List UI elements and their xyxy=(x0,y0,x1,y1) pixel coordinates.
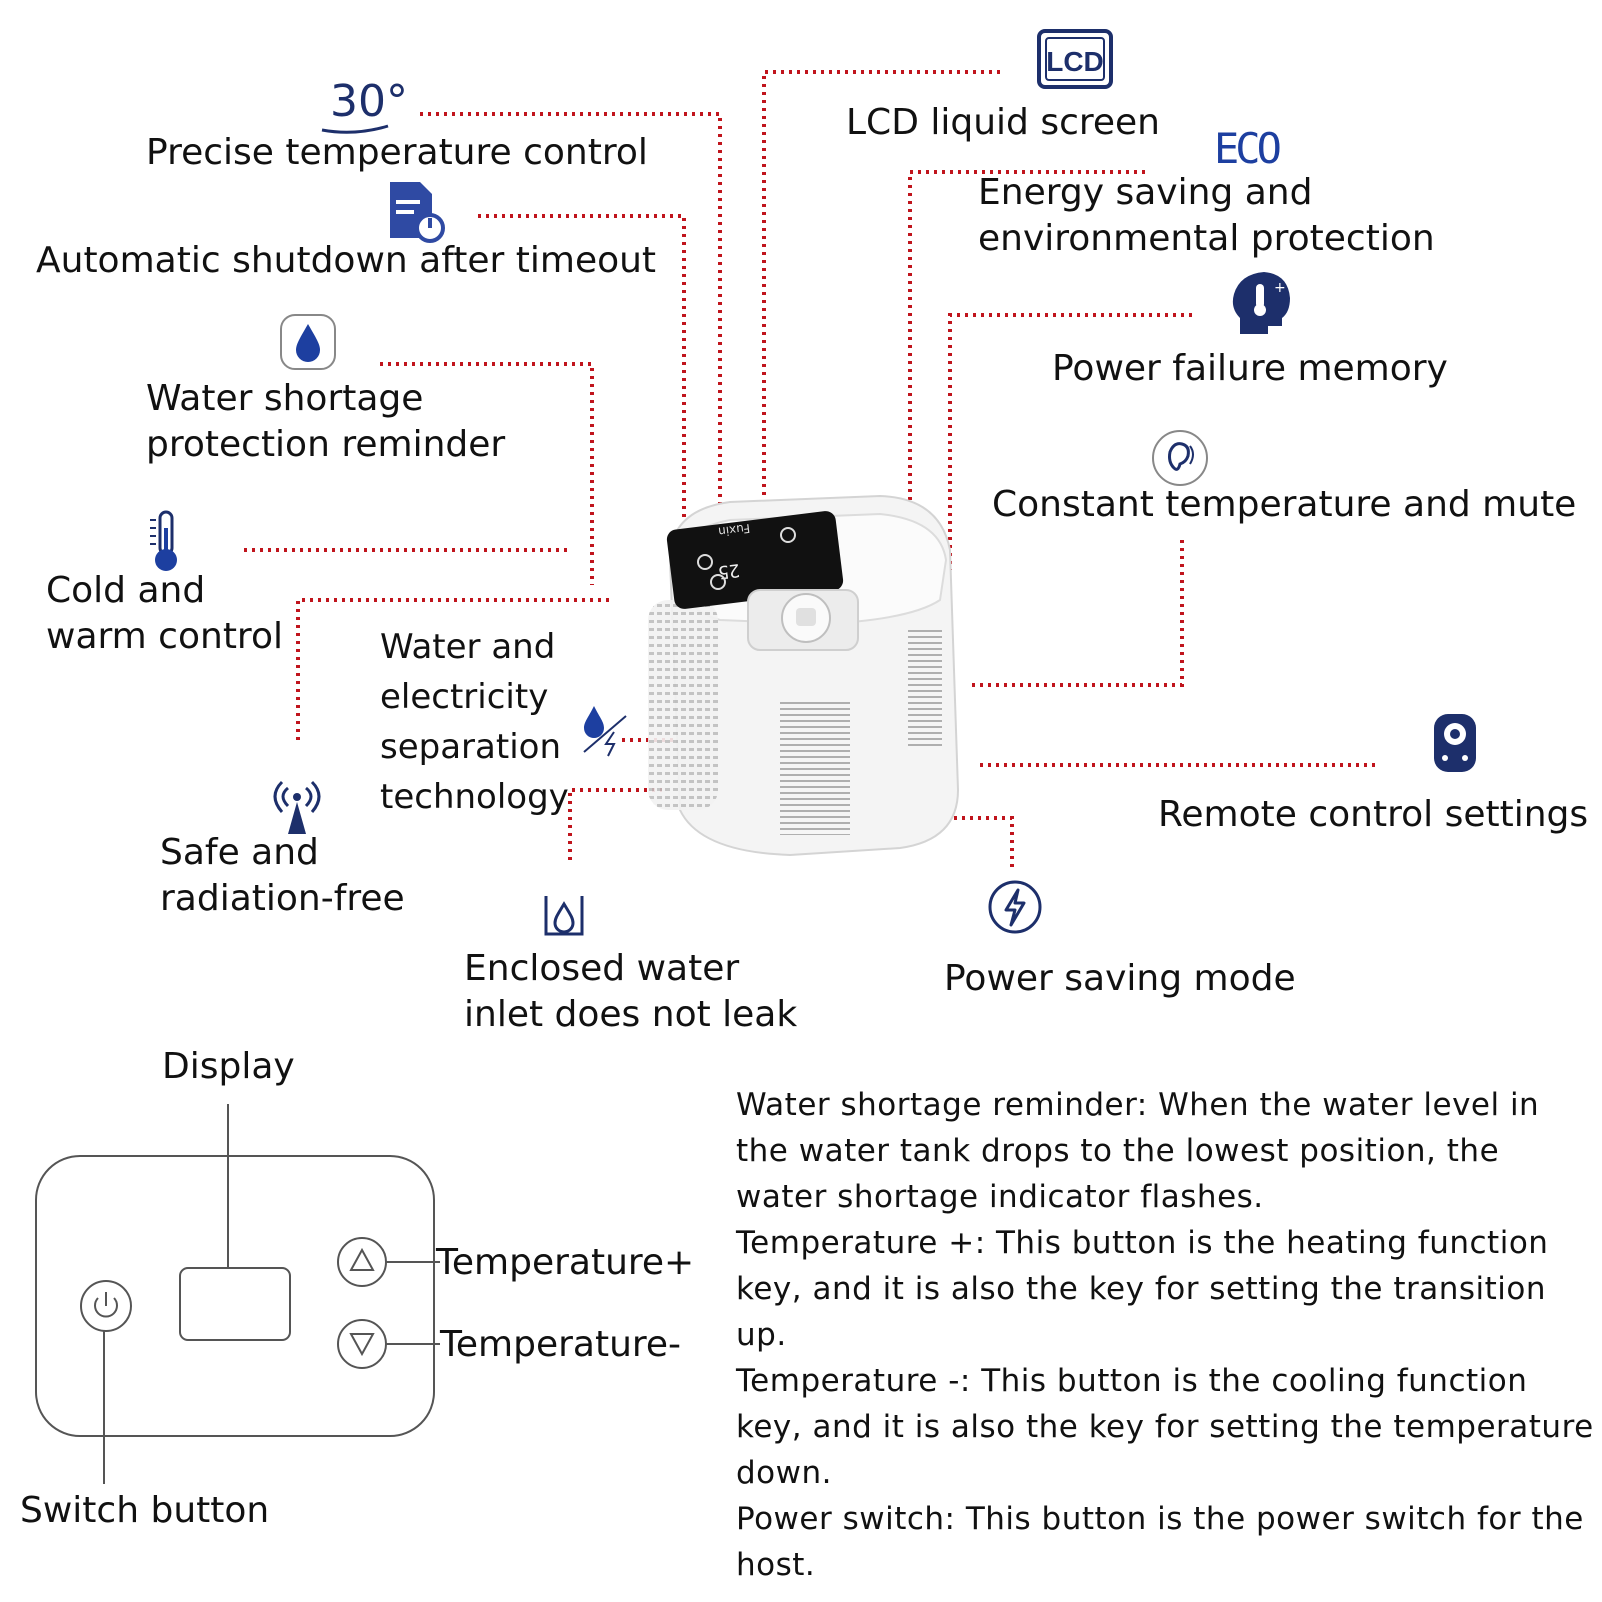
control-panel-diagram xyxy=(35,1104,440,1484)
timer-shutdown-icon xyxy=(390,182,445,243)
label-separation-1: Water and xyxy=(380,627,556,667)
thermometer-30-icon: 30° xyxy=(330,76,408,127)
leader-auto-shutdown xyxy=(478,214,686,570)
radiation-signal-icon xyxy=(273,780,321,834)
water-electricity-icon xyxy=(583,706,627,757)
device-display-value: 25 xyxy=(717,559,741,582)
panel-outline xyxy=(35,1155,435,1437)
label-display: Display xyxy=(162,1046,295,1087)
device-illustration: Fuxin 25 xyxy=(648,494,960,857)
description-block: Water shortage reminder: When the water … xyxy=(736,1082,1596,1588)
label-power-saving: Power saving mode xyxy=(944,958,1296,999)
eco-icon: ECO xyxy=(1214,124,1282,173)
label-separation-3: separation xyxy=(380,727,561,767)
label-power-memory: Power failure memory xyxy=(1052,348,1448,389)
lightning-power-icon xyxy=(988,880,1042,934)
leader-precise-temp xyxy=(420,112,722,520)
water-drop-icon xyxy=(280,314,336,370)
underline-swoosh-icon xyxy=(321,124,389,134)
remote-control-icon xyxy=(1434,714,1476,772)
water-inlet-icon xyxy=(544,896,584,936)
head-memory-icon: + xyxy=(1232,272,1290,334)
leader-constant xyxy=(968,540,1184,687)
temp-down-button-outline xyxy=(337,1319,387,1369)
description-water-shortage: Water shortage reminder: When the water … xyxy=(736,1087,1540,1215)
temp-up-button-outline xyxy=(337,1237,387,1287)
label-separation-4: technology xyxy=(380,777,569,817)
label-temp-plus: Temperature+ xyxy=(436,1242,695,1283)
leader-eco xyxy=(908,170,1145,605)
power-button-outline xyxy=(80,1280,132,1332)
label-constant-mute: Constant temperature and mute xyxy=(992,484,1577,525)
lcd-icon: LCD xyxy=(1037,29,1113,89)
label-water-shortage-1: Water shortage xyxy=(146,378,424,419)
label-safe-1: Safe and xyxy=(160,832,319,873)
label-auto-shutdown: Automatic shutdown after timeout xyxy=(36,240,657,281)
label-remote: Remote control settings xyxy=(1158,794,1589,835)
svg-text:+: + xyxy=(1274,280,1286,296)
label-eco-2: environmental protection xyxy=(978,218,1435,259)
label-cold-warm-1: Cold and xyxy=(46,570,206,611)
svg-text:LCD: LCD xyxy=(1046,46,1104,77)
label-water-shortage-2: protection reminder xyxy=(146,424,506,465)
description-temp-plus: Temperature +: This button is the heatin… xyxy=(736,1225,1549,1353)
label-switch-button: Switch button xyxy=(20,1490,270,1531)
label-separation-2: electricity xyxy=(380,677,549,717)
label-lcd: LCD liquid screen xyxy=(846,102,1160,143)
label-temp-minus: Temperature- xyxy=(440,1324,682,1365)
leader-power-memory xyxy=(948,313,1192,570)
thermometer-icon xyxy=(150,510,177,571)
ear-mute-icon xyxy=(1152,430,1208,486)
device-brand-text: Fuxin xyxy=(717,521,750,539)
description-power-switch: Power switch: This button is the power s… xyxy=(736,1501,1584,1583)
label-eco-1: Energy saving and xyxy=(978,172,1313,213)
description-temp-minus: Temperature -: This button is the coolin… xyxy=(736,1363,1594,1491)
label-enclosed-1: Enclosed water xyxy=(464,948,740,989)
leader-power-saving xyxy=(906,816,1014,868)
label-precise-temp: Precise temperature control xyxy=(146,132,648,173)
display-window xyxy=(179,1267,291,1341)
label-cold-warm-2: warm control xyxy=(46,616,283,657)
label-enclosed-2: inlet does not leak xyxy=(464,994,798,1035)
label-safe-2: radiation-free xyxy=(160,878,405,919)
